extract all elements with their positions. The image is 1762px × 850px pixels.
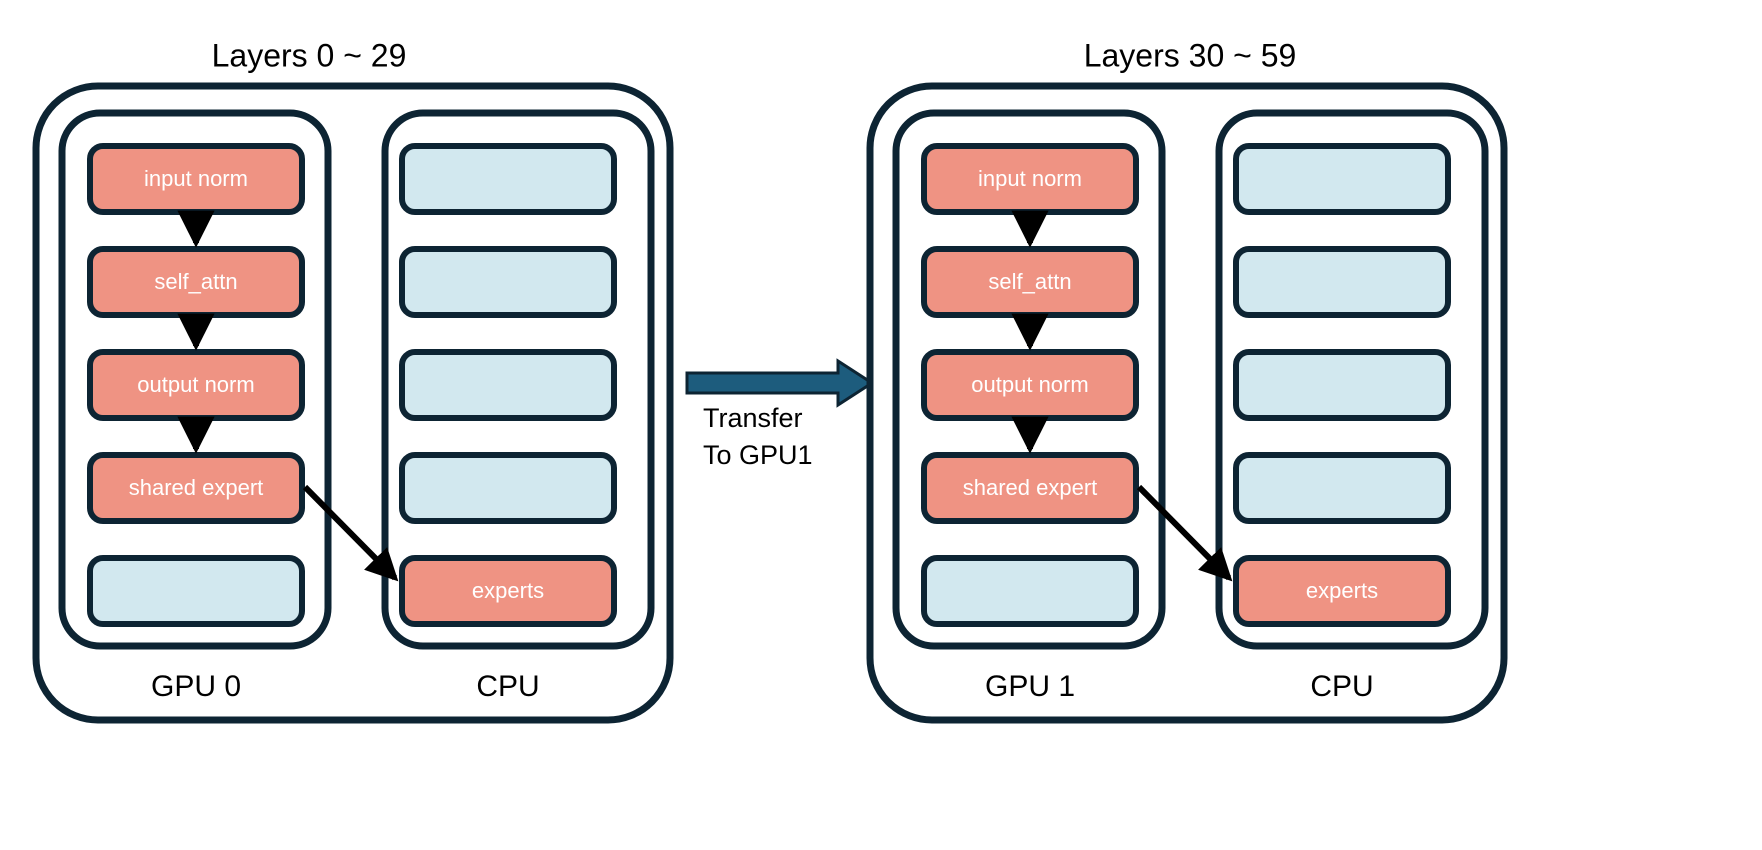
device-label-cpu-right: CPU (1310, 670, 1373, 703)
block-self-attn-label: self_attn (988, 269, 1071, 294)
block-experts-label: experts (1306, 578, 1378, 603)
transfer-label-line-2: To GPU1 (703, 440, 813, 470)
dispatch-arrow-left (302, 484, 399, 582)
cpu-block-left-1[interactable] (399, 246, 617, 318)
cpu-block-right-3[interactable] (1233, 452, 1451, 524)
panel-layers-30-59: Layers 30 ~ 59 input norm self_attn outp… (866, 37, 1508, 724)
gpu-block-right-2[interactable]: output norm (921, 349, 1139, 421)
transfer-label-line-1: Transfer (703, 403, 803, 433)
panel-title-left: Layers 0 ~ 29 (212, 37, 407, 73)
cpu-slot-rect[interactable] (399, 246, 617, 318)
gpu-block-left-1[interactable]: self_attn (87, 246, 305, 318)
gpu-block-left-2[interactable]: output norm (87, 349, 305, 421)
cpu-block-left-2[interactable] (399, 349, 617, 421)
block-shared-expert-rect[interactable] (87, 452, 305, 524)
cpu-blocks-right: experts (1233, 143, 1451, 627)
block-output-norm-label: output norm (137, 372, 254, 397)
cpu-block-right-1[interactable] (1233, 246, 1451, 318)
gpu-block-right-4[interactable] (921, 555, 1139, 627)
cpu-slot-rect[interactable] (399, 143, 617, 215)
cpu-block-right-4[interactable]: experts (1233, 555, 1451, 627)
cpu-block-left-0[interactable] (399, 143, 617, 215)
device-label-cpu-left: CPU (476, 670, 539, 703)
block-placeholder-rect[interactable] (87, 555, 305, 627)
cpu-slot-rect[interactable] (1233, 452, 1451, 524)
block-self-attn-label: self_attn (154, 269, 237, 294)
block-shared-expert-label: shared expert (129, 475, 264, 500)
gpu-block-right-3[interactable]: shared expert (921, 452, 1139, 524)
gpu-block-left-3[interactable]: shared expert (87, 452, 305, 524)
panel-title-right: Layers 30 ~ 59 (1084, 37, 1297, 73)
cpu-block-right-0[interactable] (1233, 143, 1451, 215)
panel-layers-0-29: Layers 0 ~ 29 input norm self_attn (32, 37, 674, 724)
gpu-blocks-left: input norm self_attn output norm shared … (87, 143, 305, 627)
cpu-slot-rect[interactable] (1233, 246, 1451, 318)
transfer-arrow-icon (685, 358, 875, 408)
block-placeholder-rect[interactable] (921, 555, 1139, 627)
cpu-block-left-4[interactable]: experts (399, 555, 617, 627)
block-shared-expert-label: shared expert (963, 475, 1098, 500)
cpu-block-left-3[interactable] (399, 452, 617, 524)
gpu-blocks-right: input norm self_attn output norm shared … (921, 143, 1139, 627)
block-experts-rect[interactable] (1233, 555, 1451, 627)
block-experts-rect[interactable] (399, 555, 617, 627)
gpu-block-right-0[interactable]: input norm (921, 143, 1139, 215)
gpu-block-left-0[interactable]: input norm (87, 143, 305, 215)
cpu-slot-rect[interactable] (399, 349, 617, 421)
block-shared-expert-rect[interactable] (921, 452, 1139, 524)
block-experts-label: experts (472, 578, 544, 603)
gpu-block-right-1[interactable]: self_attn (921, 246, 1139, 318)
block-output-norm-label: output norm (971, 372, 1088, 397)
cpu-slot-rect[interactable] (1233, 143, 1451, 215)
block-input-norm-label: input norm (144, 166, 248, 191)
block-input-norm-label: input norm (978, 166, 1082, 191)
gpu-block-left-4[interactable] (87, 555, 305, 627)
cpu-slot-rect[interactable] (399, 452, 617, 524)
device-label-gpu-left: GPU 0 (151, 670, 241, 703)
transfer-connector: Transfer To GPU1 (685, 358, 875, 470)
dispatch-arrow-right (1136, 484, 1233, 582)
device-label-gpu-right: GPU 1 (985, 670, 1075, 703)
cpu-blocks-left: experts (399, 143, 617, 627)
cpu-slot-rect[interactable] (1233, 349, 1451, 421)
cpu-block-right-2[interactable] (1233, 349, 1451, 421)
